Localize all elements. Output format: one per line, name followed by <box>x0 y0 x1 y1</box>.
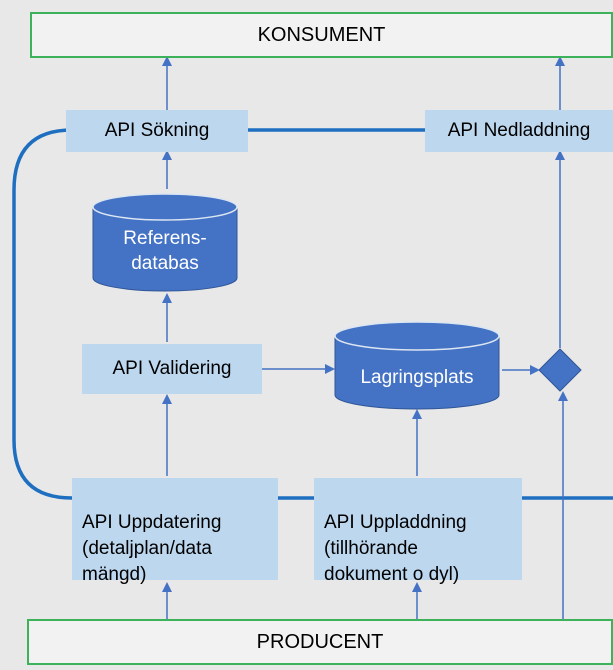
api-upload-box: API Uppladdning (tillhörande dokument o … <box>314 478 522 585</box>
platform-outline <box>12 128 613 500</box>
api-validation-box: API Validering <box>82 344 262 394</box>
api-update-box: API Uppdatering (detaljplan/data mängd) <box>72 478 278 585</box>
producer-label: PRODUCENT <box>256 630 384 653</box>
api-search-label: API Sökning <box>104 120 210 141</box>
reference-database-label: Referens- databas <box>123 228 207 274</box>
api-search-box: API Sökning <box>66 110 248 152</box>
api-upload-label: API Uppladdning (tillhörande dokument o … <box>324 512 467 585</box>
consumer-bar: KONSUMENT <box>30 12 613 58</box>
storage-label: Lagringsplats <box>360 367 474 388</box>
producer-bar: PRODUCENT <box>27 619 613 665</box>
storage-cylinder <box>334 321 500 410</box>
api-update-label: API Uppdatering (detaljplan/data mängd) <box>82 512 222 585</box>
api-download-label: API Nedladdning <box>447 120 591 141</box>
consumer-label: KONSUMENT <box>257 23 386 46</box>
reference-database-cylinder <box>92 193 238 292</box>
api-download-box: API Nedladdning <box>425 110 613 152</box>
api-validation-label: API Validering <box>112 358 232 379</box>
diamond-icon <box>538 348 582 392</box>
